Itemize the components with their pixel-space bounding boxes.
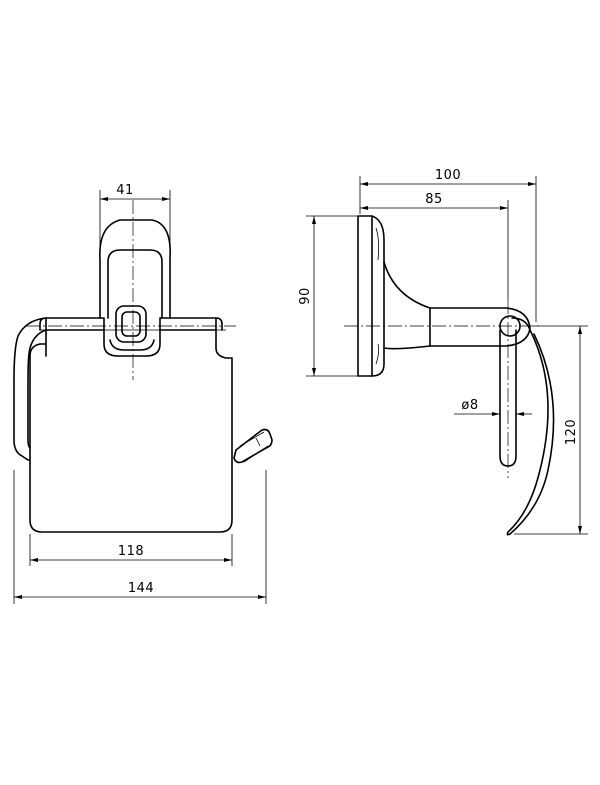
wall-plate [357,215,385,377]
dim-rod-diameter: ø8 [461,398,478,413]
dim-bracket-width: 41 [116,183,134,198]
flap-clip [233,428,273,464]
dim-cover-width: 118 [118,544,144,559]
cover-flap [506,317,555,536]
dim-overall-width: 144 [128,581,154,596]
dim-overall-depth: 100 [435,168,461,183]
side-view: 100 85 90 ø8 120 [298,168,588,536]
hinge-block [115,305,147,343]
dim-drop-height: 120 [564,419,579,445]
dim-arm-depth: 85 [425,192,443,207]
holder-rod [13,317,47,461]
wall-bracket [99,219,171,319]
dim-plate-height: 90 [298,287,313,305]
front-view: 41 118 144 [13,183,273,604]
